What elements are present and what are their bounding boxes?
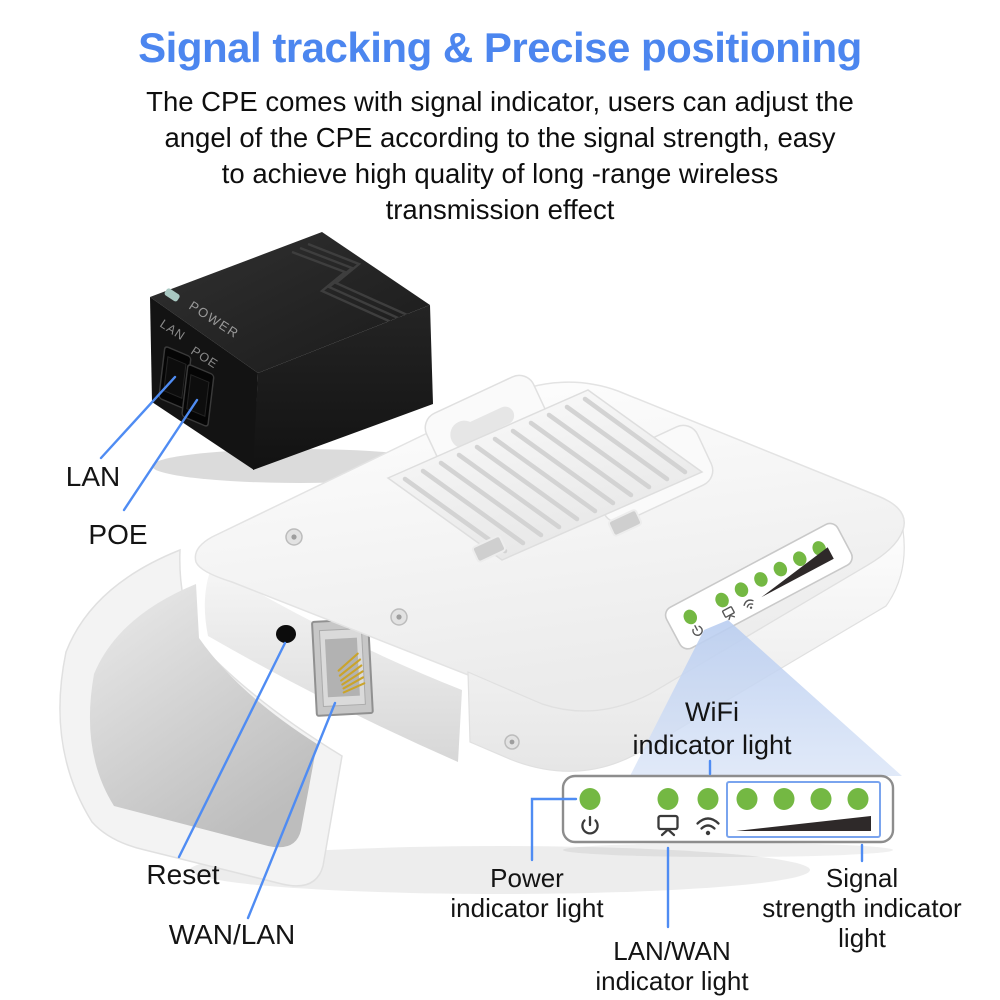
signal-wedge-icon bbox=[736, 816, 871, 831]
zoom-callout-triangle bbox=[630, 620, 902, 776]
power-indicator-label-line1: Power bbox=[490, 863, 564, 893]
strip-signal-led bbox=[773, 561, 788, 577]
wan-lan-label: WAN/LAN bbox=[168, 919, 296, 950]
injector-right-face bbox=[253, 305, 433, 470]
strip-power-icon bbox=[692, 625, 703, 636]
keyhole-slot bbox=[463, 406, 515, 440]
strip-lan-led bbox=[715, 592, 729, 608]
cpe-device bbox=[59, 374, 905, 894]
wifi-icon bbox=[696, 817, 720, 836]
description: The CPE comes with signal indicator, use… bbox=[0, 84, 1000, 228]
wifi-led bbox=[697, 788, 719, 810]
device-front-face bbox=[467, 529, 905, 772]
device-tray-floor bbox=[89, 584, 318, 848]
strip-power-led bbox=[683, 609, 698, 625]
wifi-indicator-label-line1: WiFi bbox=[685, 697, 739, 727]
poe-callout-line bbox=[122, 398, 199, 512]
poe-label: POE bbox=[88, 519, 148, 550]
signal-indicator-label-line1: Signal bbox=[825, 863, 899, 893]
port-gold-pins bbox=[337, 652, 366, 694]
strip-signal-led bbox=[754, 572, 768, 587]
signal-led-3 bbox=[810, 788, 832, 810]
heatsink-fins bbox=[402, 396, 688, 554]
wifi-indicator-label: WiFi indicator light bbox=[632, 696, 791, 762]
injector-top-pattern bbox=[291, 242, 415, 328]
lan-label: LAN bbox=[65, 461, 121, 492]
lan-monitor-icon bbox=[657, 814, 679, 837]
annotation-lines bbox=[99, 375, 864, 929]
description-line-2: angel of the CPE according to the signal… bbox=[164, 122, 836, 153]
injector-power-led bbox=[164, 288, 180, 302]
reset-callout-line bbox=[177, 641, 287, 859]
strip-wifi-icon bbox=[743, 599, 754, 609]
lan-wan-led bbox=[657, 788, 679, 810]
lan-wan-indicator-label-line2: indicator light bbox=[595, 966, 749, 996]
screw-holes bbox=[285, 528, 520, 750]
signal-indicator-label-line3: light bbox=[838, 923, 886, 953]
device-led-strip bbox=[664, 522, 853, 650]
injector-top-face bbox=[150, 232, 430, 373]
power-icon bbox=[581, 815, 599, 835]
description-line-4: transmission effect bbox=[385, 194, 615, 225]
reset-label: Reset bbox=[146, 859, 220, 890]
lan-callout-line bbox=[99, 375, 177, 460]
power-led bbox=[579, 788, 601, 810]
signal-indicator-label: Signal strength indicator light bbox=[762, 863, 961, 953]
lan-wan-indicator-label: LAN/WAN indicator light bbox=[595, 936, 748, 996]
strip-lan-monitor-icon bbox=[721, 606, 736, 621]
wan-lan-callout-line bbox=[246, 701, 337, 920]
mount-bracket bbox=[386, 374, 714, 563]
bracket-foot-left bbox=[471, 535, 506, 563]
signal-led-1 bbox=[736, 788, 758, 810]
power-callout-line bbox=[530, 797, 578, 862]
power-indicator-label: Power indicator light bbox=[450, 863, 603, 923]
page-title: Signal tracking & Precise positioning bbox=[138, 24, 862, 71]
poe-injector: POWER LAN POE bbox=[150, 232, 448, 483]
signal-led-2 bbox=[773, 788, 795, 810]
panel-shadow bbox=[563, 843, 893, 857]
lan-wan-indicator-label-line1: LAN/WAN bbox=[613, 936, 731, 966]
indicator-panel-zoom bbox=[561, 774, 895, 857]
wifi-indicator-label-line2: indicator light bbox=[632, 730, 792, 760]
bracket-foot-right bbox=[607, 509, 642, 537]
power-indicator-label-line2: indicator light bbox=[450, 893, 604, 923]
strip-signal-wedge-icon bbox=[761, 547, 834, 598]
wan-lan-port bbox=[311, 618, 374, 717]
signal-led-4 bbox=[847, 788, 869, 810]
device-shadow bbox=[190, 846, 810, 894]
description-line-3: to achieve high quality of long -range w… bbox=[221, 158, 779, 189]
strip-wifi-led bbox=[734, 582, 749, 598]
signal-led-group-box bbox=[726, 781, 881, 838]
signal-indicator-label-line2: strength indicator bbox=[762, 893, 962, 923]
description-line-1: The CPE comes with signal indicator, use… bbox=[146, 86, 854, 117]
strip-signal-led bbox=[793, 551, 807, 567]
reset-button bbox=[276, 625, 296, 643]
